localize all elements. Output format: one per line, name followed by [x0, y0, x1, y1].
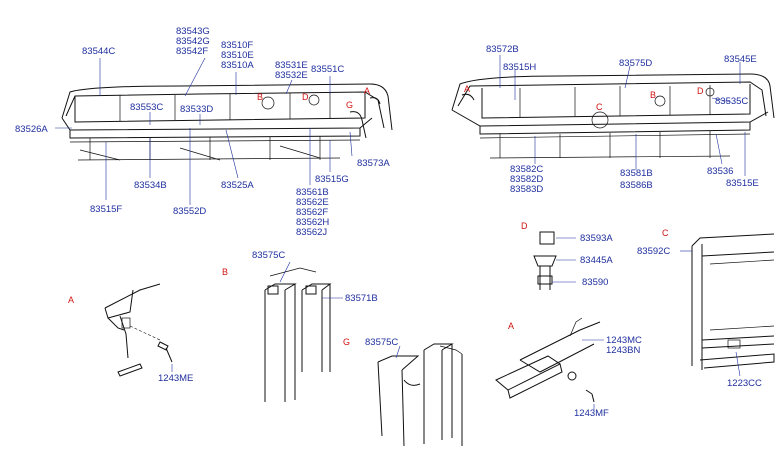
ref-letter-a-detail: A — [68, 295, 74, 305]
label-83575C-b: 83575C — [252, 250, 285, 261]
label-83515E: 83515E — [726, 178, 759, 189]
label-83575D: 83575D — [619, 58, 652, 69]
label-83515G: 83515G — [315, 174, 349, 185]
detail-b-pillar — [264, 261, 343, 402]
label-83590: 83590 — [582, 277, 608, 288]
label-83582C: 83582C — [510, 164, 543, 175]
label-83534B: 83534B — [134, 180, 167, 191]
right-cargo-body — [451, 55, 775, 176]
ref-letter-b-right: B — [650, 90, 656, 100]
label-83525A: 83525A — [221, 180, 254, 191]
label-1223CC: 1223CC — [727, 378, 762, 389]
ref-letter-c-detail: C — [662, 228, 669, 238]
detail-c-panel — [680, 233, 775, 377]
label-83515H: 83515H — [503, 62, 536, 73]
label-83562J: 83562J — [296, 227, 327, 238]
ref-letter-c-right: C — [596, 102, 603, 112]
ref-letter-a-hinge: A — [508, 321, 514, 331]
label-1243BN: 1243BN — [606, 345, 640, 356]
label-83532E: 83532E — [275, 70, 308, 81]
ref-letter-d-detail: D — [521, 221, 528, 231]
label-83592C: 83592C — [637, 246, 670, 257]
ref-letter-a-left: A — [364, 86, 370, 96]
detail-g-corner-post — [377, 343, 463, 447]
detail-a-bracket — [104, 283, 173, 377]
label-83573A: 83573A — [357, 158, 390, 169]
label-83542F: 83542F — [176, 46, 208, 57]
label-83544C: 83544C — [82, 46, 115, 57]
label-83526A: 83526A — [15, 124, 48, 135]
label-83571B: 83571B — [345, 293, 378, 304]
ref-letter-d-left: D — [302, 92, 309, 102]
label-83575C-g: 83575C — [365, 337, 398, 348]
label-83581B: 83581B — [620, 168, 653, 179]
label-83583D: 83583D — [510, 184, 543, 195]
label-83552D: 83552D — [173, 206, 206, 217]
label-83542G: 83542G — [176, 36, 210, 47]
label-83562H: 83562H — [296, 217, 329, 228]
label-83543G: 83543G — [176, 26, 210, 37]
left-cargo-body — [55, 57, 393, 205]
detail-d-parts — [533, 231, 576, 290]
label-83582D: 83582D — [510, 174, 543, 185]
label-83536: 83536 — [707, 166, 733, 177]
label-83551C: 83551C — [311, 64, 344, 75]
label-1243ME: 1243ME — [158, 373, 193, 384]
label-83510E: 83510E — [221, 50, 254, 61]
label-83535C: 83535C — [715, 96, 748, 107]
ref-letter-b-left: B — [257, 92, 263, 102]
ref-letter-d-right: D — [697, 86, 704, 96]
label-83545E: 83545E — [724, 54, 757, 65]
ref-letter-b-detail: B — [222, 267, 228, 277]
label-83510A: 83510A — [221, 60, 254, 71]
detail-a-hinge — [495, 317, 604, 410]
label-83561B: 83561B — [296, 187, 329, 198]
label-1243MC: 1243MC — [606, 335, 642, 346]
ref-letter-a-right: A — [464, 84, 470, 94]
ref-letter-g-left: G — [346, 100, 353, 110]
label-83445A: 83445A — [580, 255, 613, 266]
label-83593A: 83593A — [580, 233, 613, 244]
label-83562E: 83562E — [296, 197, 329, 208]
label-83572B: 83572B — [486, 44, 519, 55]
label-83553C: 83553C — [130, 102, 163, 113]
label-83510F: 83510F — [221, 40, 253, 51]
ref-letter-g-detail: G — [343, 337, 350, 347]
label-83515F: 83515F — [90, 204, 122, 215]
label-1243MF: 1243MF — [574, 408, 609, 419]
label-83586B: 83586B — [620, 180, 653, 191]
label-83531E: 83531E — [275, 60, 308, 71]
label-83533D: 83533D — [180, 104, 213, 115]
label-83562F: 83562F — [296, 207, 328, 218]
